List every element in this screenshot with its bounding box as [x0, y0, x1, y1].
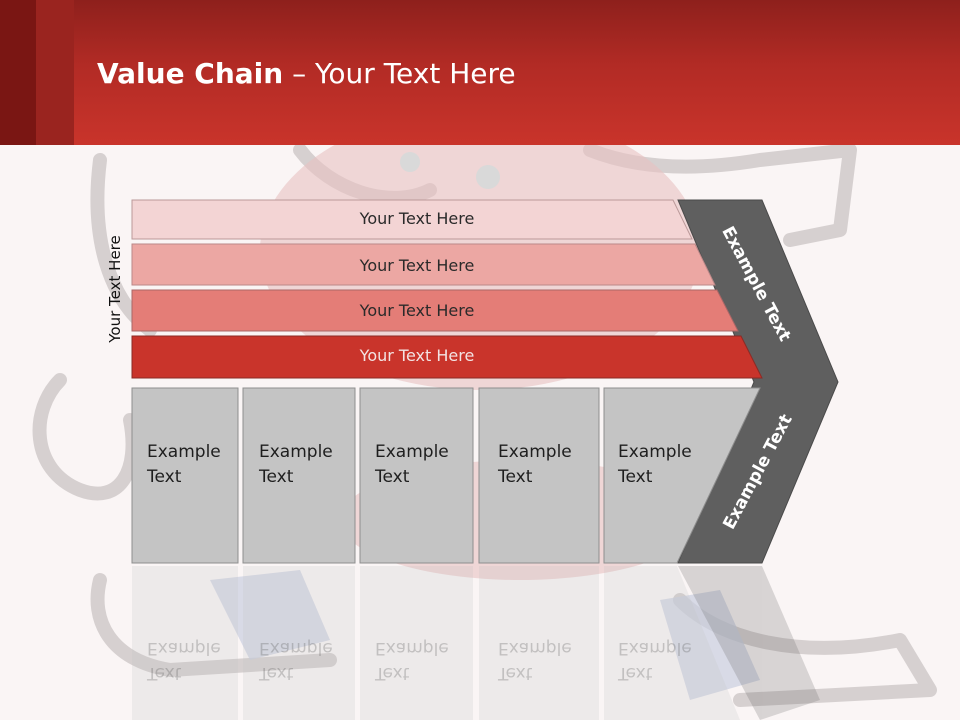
bar-1-label: Your Text Here: [359, 209, 475, 228]
cell-4-shape[interactable]: [478, 387, 600, 564]
cell-2-label: Example Text: [259, 440, 354, 490]
reflection-cell-2-line2: Text: [259, 663, 294, 683]
cells-reflection: [132, 566, 820, 720]
bar-4-label: Your Text Here: [359, 346, 475, 365]
cell-1-line1: Example: [147, 442, 221, 462]
cell-5-line1: Example: [618, 442, 692, 462]
cell-3-label: Example Text: [375, 440, 470, 490]
reflection-cell-2-line1: Example: [259, 638, 333, 658]
reflection-cell-4-line1: Example: [498, 638, 572, 658]
cell-2-shape[interactable]: [242, 387, 356, 564]
cell-1-label: Example Text: [147, 440, 242, 490]
bar-2-label: Your Text Here: [359, 256, 475, 275]
cell-4-label: Example Text: [498, 440, 593, 490]
slide-title[interactable]: Value Chain – Your Text Here: [97, 52, 516, 96]
reflection-cell-1-line2: Text: [147, 663, 182, 683]
cell-4-line2: Text: [498, 467, 533, 487]
cell-3-shape[interactable]: [359, 387, 474, 564]
cell-1-line2: Text: [147, 467, 182, 487]
reflection-cell-3-line1: Example: [375, 638, 449, 658]
header-accent-stripe-secondary: [36, 0, 74, 145]
cell-2-line1: Example: [259, 442, 333, 462]
cell-4-line1: Example: [498, 442, 572, 462]
reflection-cell-1: Text Example: [147, 635, 242, 685]
cell-2-line2: Text: [259, 467, 294, 487]
reflection-cell-5: Text Example: [618, 635, 713, 685]
cell-1-shape[interactable]: [131, 387, 239, 564]
cell-5-shape[interactable]: [603, 387, 761, 564]
header-accent-stripe: [0, 0, 36, 145]
bar-3-label: Your Text Here: [359, 301, 475, 320]
reflection-cell-4: Text Example: [498, 635, 593, 685]
reflection-cell-5-line2: Text: [618, 663, 653, 683]
reflection-cell-3-line2: Text: [375, 663, 410, 683]
cell-5-line2: Text: [618, 467, 653, 487]
reflection-cell-4-line2: Text: [498, 663, 533, 683]
reflection-cell-2: Text Example: [259, 635, 354, 685]
reflection-cell-1-line1: Example: [147, 638, 221, 658]
bar-3-shape[interactable]: [131, 289, 739, 332]
cell-3-line1: Example: [375, 442, 449, 462]
bar-1-shape[interactable]: [131, 199, 693, 240]
bar-2-shape[interactable]: [131, 243, 716, 286]
slide-title-strong: Value Chain: [97, 57, 284, 90]
slide-header: Value Chain – Your Text Here: [0, 0, 960, 145]
cell-3-line2: Text: [375, 467, 410, 487]
reflection-cell-5-line1: Example: [618, 638, 692, 658]
bar-4-shape[interactable]: [131, 335, 763, 379]
text-reflection: Text Example Text Example Text Example T…: [132, 563, 852, 720]
reflection-cell-3: Text Example: [375, 635, 470, 685]
cell-5-label: Example Text: [618, 440, 713, 490]
slide-title-rest: – Your Text Here: [283, 57, 516, 90]
